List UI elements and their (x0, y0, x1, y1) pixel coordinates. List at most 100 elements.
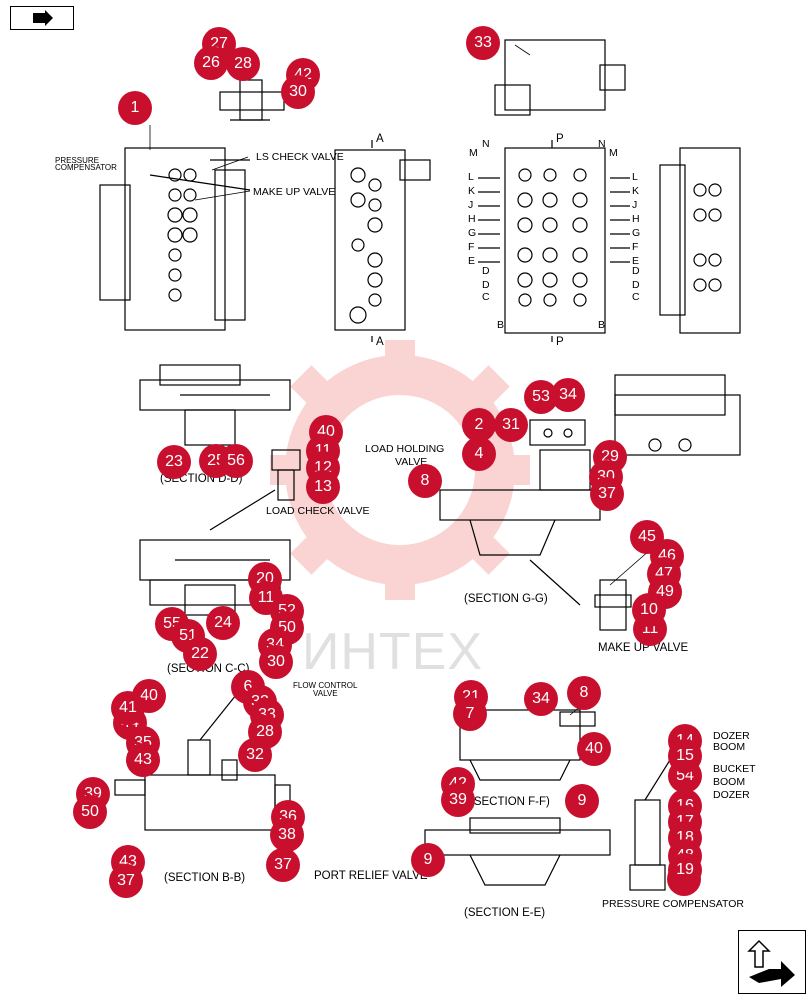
left-letter-l: L (468, 171, 474, 183)
valve-block-section-p-view (494, 39, 626, 334)
section-g-g-label: (SECTION G-G) (464, 593, 548, 605)
pressure-compensator-detail (629, 759, 671, 891)
make-up-valve-label-top: MAKE UP VALVE (253, 186, 336, 198)
next-page-arrow-icon[interactable] (738, 930, 806, 994)
callout-9-e[interactable]: 9 (411, 843, 445, 877)
callout-8-f[interactable]: 8 (567, 676, 601, 710)
callout-37-b1[interactable]: 37 (266, 848, 300, 882)
callout-22[interactable]: 22 (183, 637, 217, 671)
valve-block-section-a-view (334, 149, 431, 331)
section-marker-a-bottom: A (376, 336, 384, 348)
load-holding-valve-label-1: LOAD HOLDING (365, 443, 445, 455)
pressure-compensator-label: PRESSURE COMPENSATOR (602, 898, 744, 910)
callout-24[interactable]: 24 (206, 606, 240, 640)
valve-block-side-view (659, 147, 741, 334)
section-d-d-drawing (139, 364, 291, 446)
right-letter-e: E (632, 255, 640, 267)
make-up-valve-label-mid: MAKE UP VALVE (598, 642, 689, 654)
left-letter-g: G (468, 227, 477, 239)
callout-40-f[interactable]: 40 (577, 732, 611, 766)
watermark-gear-logo (270, 340, 530, 600)
right-letter-h: H (632, 213, 640, 225)
callout-31[interactable]: 31 (494, 408, 528, 442)
callout-37-b2[interactable]: 37 (109, 864, 143, 898)
section-f-f-drawing (459, 709, 596, 781)
left-letter-d2: D (482, 279, 490, 291)
left-letter-f: F (468, 241, 475, 253)
valve-block-front-view (99, 147, 251, 331)
callout-37-g[interactable]: 37 (590, 477, 624, 511)
callout-2[interactable]: 2 (462, 408, 496, 442)
watermark-text: ИНТЕХ (302, 623, 484, 681)
section-marker-m-right: M (609, 147, 618, 159)
left-letter-k: K (468, 185, 476, 197)
valve-block-perspective-view (614, 374, 741, 456)
folder-back-icon[interactable] (10, 6, 74, 30)
callout-40-b[interactable]: 40 (132, 679, 166, 713)
callout-28[interactable]: 28 (226, 47, 260, 81)
callout-28-b[interactable]: 28 (248, 715, 282, 749)
left-letter-d1: D (482, 265, 490, 277)
callout-34-f[interactable]: 34 (524, 682, 558, 716)
callout-30-top[interactable]: 30 (281, 75, 315, 109)
callout-19[interactable]: 19 (668, 853, 702, 887)
right-letter-d2: D (632, 279, 640, 291)
port-relief-valve-label: PORT RELIEF VALVE (314, 870, 428, 882)
section-f-f-label: (SECTION F-F) (470, 796, 550, 808)
right-letter-j: J (632, 199, 638, 211)
callout-56[interactable]: 56 (219, 444, 253, 478)
make-up-valve-detail (594, 579, 632, 631)
callout-34-top[interactable]: 34 (551, 378, 585, 412)
right-letter-g: G (632, 227, 641, 239)
callout-45[interactable]: 45 (630, 520, 664, 554)
callout-10[interactable]: 10 (632, 593, 666, 627)
callout-4[interactable]: 4 (462, 437, 496, 471)
callout-7[interactable]: 7 (453, 697, 487, 731)
callout-8-g[interactable]: 8 (408, 464, 442, 498)
pressure-compensator-label-small-1: PRESSURE (55, 156, 100, 165)
section-b-b-drawing (114, 689, 291, 831)
left-letter-c: C (482, 291, 490, 303)
callout-39-f[interactable]: 39 (441, 783, 475, 817)
section-b-b-label: (SECTION B-B) (164, 872, 246, 884)
flow-control-valve-label-2: VALVE (313, 689, 338, 698)
callout-43-b[interactable]: 43 (126, 743, 160, 777)
callout-30-c[interactable]: 30 (259, 645, 293, 679)
callout-15[interactable]: 15 (668, 739, 702, 773)
dozer-boom-label-2: BOOM (713, 741, 746, 753)
callout-50-b[interactable]: 50 (73, 795, 107, 829)
section-e-e-label: (SECTION E-E) (464, 907, 546, 919)
section-marker-m-left: M (469, 147, 478, 159)
section-d-d-label: (SECTION D-D) (160, 473, 243, 485)
section-c-c-label: (SECTION C-C) (167, 663, 250, 675)
callout-32-b2[interactable]: 32 (238, 738, 272, 772)
right-letter-d1: D (632, 265, 640, 277)
callout-41[interactable]: 41 (111, 691, 145, 725)
section-e-e-drawing (424, 817, 611, 886)
left-letter-e: E (468, 255, 476, 267)
callout-33-top[interactable]: 33 (466, 26, 500, 60)
load-holding-valve-label-2: VALVE (395, 456, 428, 468)
load-check-valve-detail (209, 449, 301, 531)
dozer-label: DOZER (713, 789, 750, 801)
callout-1[interactable]: 1 (118, 91, 152, 125)
boom-label: BOOM (713, 776, 746, 788)
right-letter-f: F (632, 241, 639, 253)
bucket-label: BUCKET (713, 763, 756, 775)
callout-13[interactable]: 13 (306, 470, 340, 504)
load-check-valve-label: LOAD CHECK VALVE (266, 505, 370, 517)
callout-23[interactable]: 23 (157, 445, 191, 479)
left-letter-j: J (468, 199, 474, 211)
load-holding-valve-plate (529, 419, 586, 446)
callout-26[interactable]: 26 (194, 46, 228, 80)
fitting-assembly-top (219, 79, 285, 121)
right-letter-k: K (632, 185, 640, 197)
callout-38[interactable]: 38 (270, 818, 304, 852)
section-marker-b-left: B (497, 319, 505, 331)
right-letter-l: L (632, 171, 638, 183)
section-marker-p-bottom: P (556, 336, 564, 348)
section-arrows (371, 140, 630, 342)
dozer-boom-label-1: DOZER (713, 730, 750, 742)
callout-9-f[interactable]: 9 (565, 784, 599, 818)
